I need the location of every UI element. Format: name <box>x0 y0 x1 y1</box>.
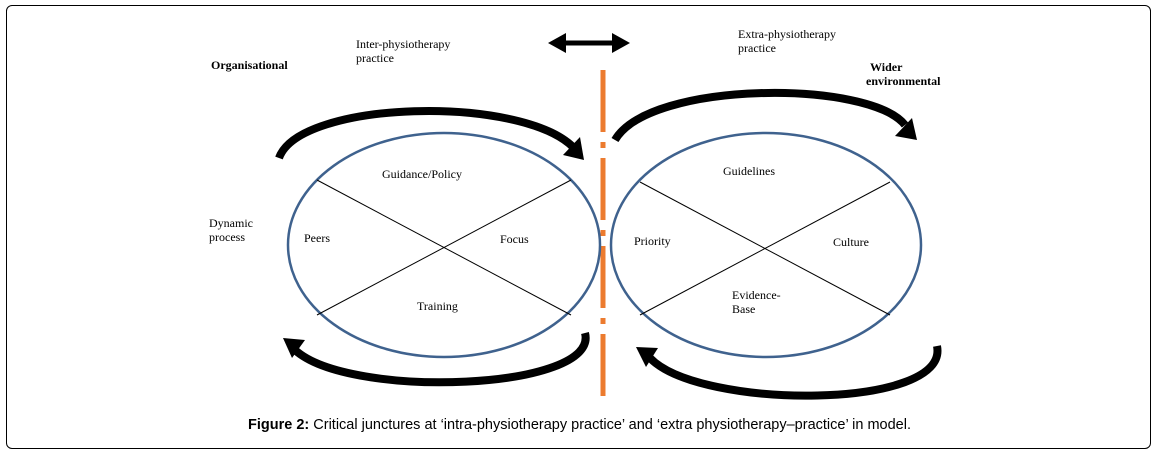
right-segment-right: Culture <box>833 235 869 249</box>
left-segment-top: Guidance/Policy <box>382 167 462 181</box>
figure-caption: Figure 2: Critical junctures at ‘intra-p… <box>0 417 1159 433</box>
right-circle <box>609 131 923 359</box>
curved-arrow-bottom-right <box>636 345 942 400</box>
right-segment-top: Guidelines <box>723 164 775 178</box>
left-segment-right: Focus <box>500 232 529 246</box>
right-segment-left: Priority <box>634 234 671 248</box>
left-circle <box>286 131 602 359</box>
double-arrow-icon <box>548 33 630 53</box>
label-organisational: Organisational <box>211 58 288 72</box>
caption-text: Critical junctures at ‘intra-physiothera… <box>309 417 911 433</box>
label-dynamic-process: Dynamic process <box>209 216 253 244</box>
label-inter-practice: Inter-physiotherapy practice <box>356 37 451 65</box>
label-wider-environmental: Wider environmental <box>866 60 941 88</box>
curved-arrow-top-left <box>275 107 584 160</box>
caption-label: Figure 2: <box>248 417 310 433</box>
curved-arrow-top-right <box>611 88 917 143</box>
left-segment-left: Peers <box>304 231 330 245</box>
left-segment-bottom: Training <box>417 299 458 313</box>
curved-arrow-bottom-left <box>283 331 590 387</box>
figure-frame <box>6 5 1151 449</box>
right-segment-bottom: Evidence- Base <box>732 288 781 316</box>
label-extra-practice: Extra-physiotherapy practice <box>738 27 836 55</box>
